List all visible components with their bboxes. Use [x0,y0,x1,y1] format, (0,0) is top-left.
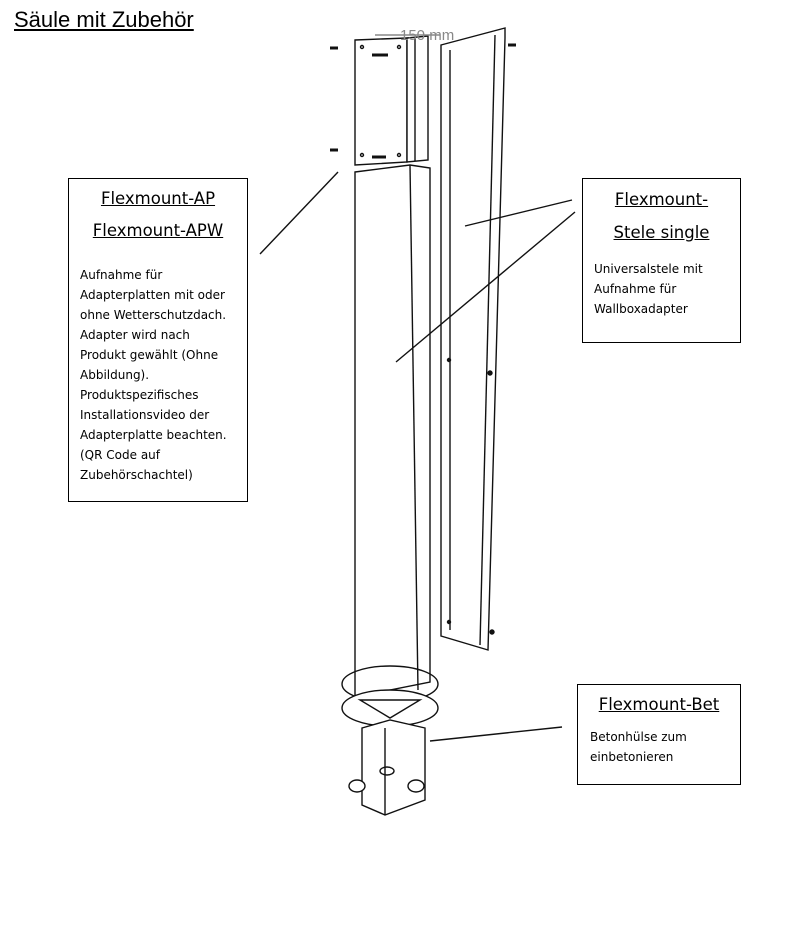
callout-flexmount-bet: Flexmount-Bet Betonhülse zum einbetonier… [577,684,741,785]
body-line: einbetonieren [590,750,674,764]
callout-heading: Flexmount- [614,190,709,209]
leader-line-ap [259,171,339,255]
callout-body: Universalstele mit Aufnahme für Wallboxa… [594,259,740,319]
callout-heading: Flexmount-Bet [598,695,720,714]
body-line: Wallboxadapter [594,302,688,316]
body-line: Aufnahme für [594,282,677,296]
callout-flexmount-stele: Flexmount- Stele single Universalstele m… [582,178,741,343]
leader-line-stele-1 [464,199,573,227]
body-line: ohne Wetterschutzdach. [80,308,227,322]
body-line: Universalstele mit [594,262,703,276]
adapter-plate [330,34,440,166]
callout-body: Aufnahme für Adapterplatten mit oder ohn… [80,265,247,485]
body-line: Aufnahme für [80,268,163,282]
callout-flexmount-ap: Flexmount-AP Flexmount-APW Aufnahme für … [68,178,248,502]
body-line: Adapter wird nach [80,328,190,342]
body-line: Zubehörschachtel) [80,468,193,482]
stele-back-panel [440,27,516,651]
leader-line-stele-2 [395,211,576,363]
callout-heading: Flexmount-AP [100,189,216,208]
base-plates [341,665,439,727]
body-line: Installationsvideo der [80,408,210,422]
callout-heading: Stele single [613,223,710,242]
body-line: Adapterplatte beachten. [80,428,227,442]
callout-heading: Flexmount-APW [92,221,224,240]
concrete-sleeve [348,719,426,816]
body-line: Produkt gewählt (Ohne [80,348,219,362]
page-title: Säule mit Zubehör [14,7,194,32]
leader-line-bet [429,726,563,742]
body-line: (QR Code auf [80,448,160,462]
dimension-label: 150 mm [400,27,455,44]
body-line: Betonhülse zum [590,730,687,744]
main-column [354,164,431,698]
body-line: Produktspezifisches [80,388,199,402]
body-line: Adapterplatten mit oder [80,288,225,302]
body-line: Abbildung). [80,368,150,382]
callout-body: Betonhülse zum einbetonieren [590,727,740,767]
